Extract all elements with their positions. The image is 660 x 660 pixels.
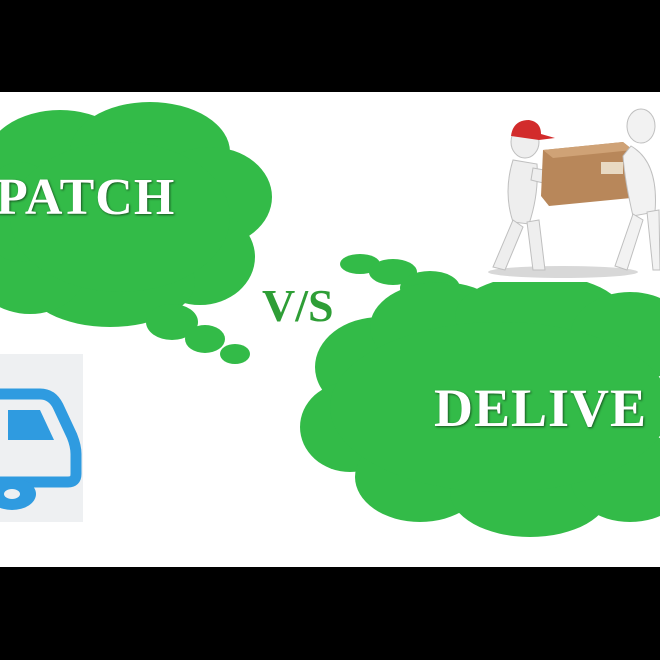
delivery-label: DELIVE [434,378,648,438]
slide-canvas: PATCH V/S DELIVE [0,92,660,567]
delivery-people-icon [488,108,660,278]
versus-label: V/S [262,280,334,331]
dispatch-label: PATCH [0,169,176,226]
dispatch-cloud-tail [146,304,250,364]
truck-icon [0,388,82,510]
dispatch-cloud [0,102,272,327]
delivery-people-illustration [483,102,660,282]
thought-clouds [0,102,660,537]
delivery-cloud [300,275,660,537]
truck-icon-panel [0,354,83,522]
